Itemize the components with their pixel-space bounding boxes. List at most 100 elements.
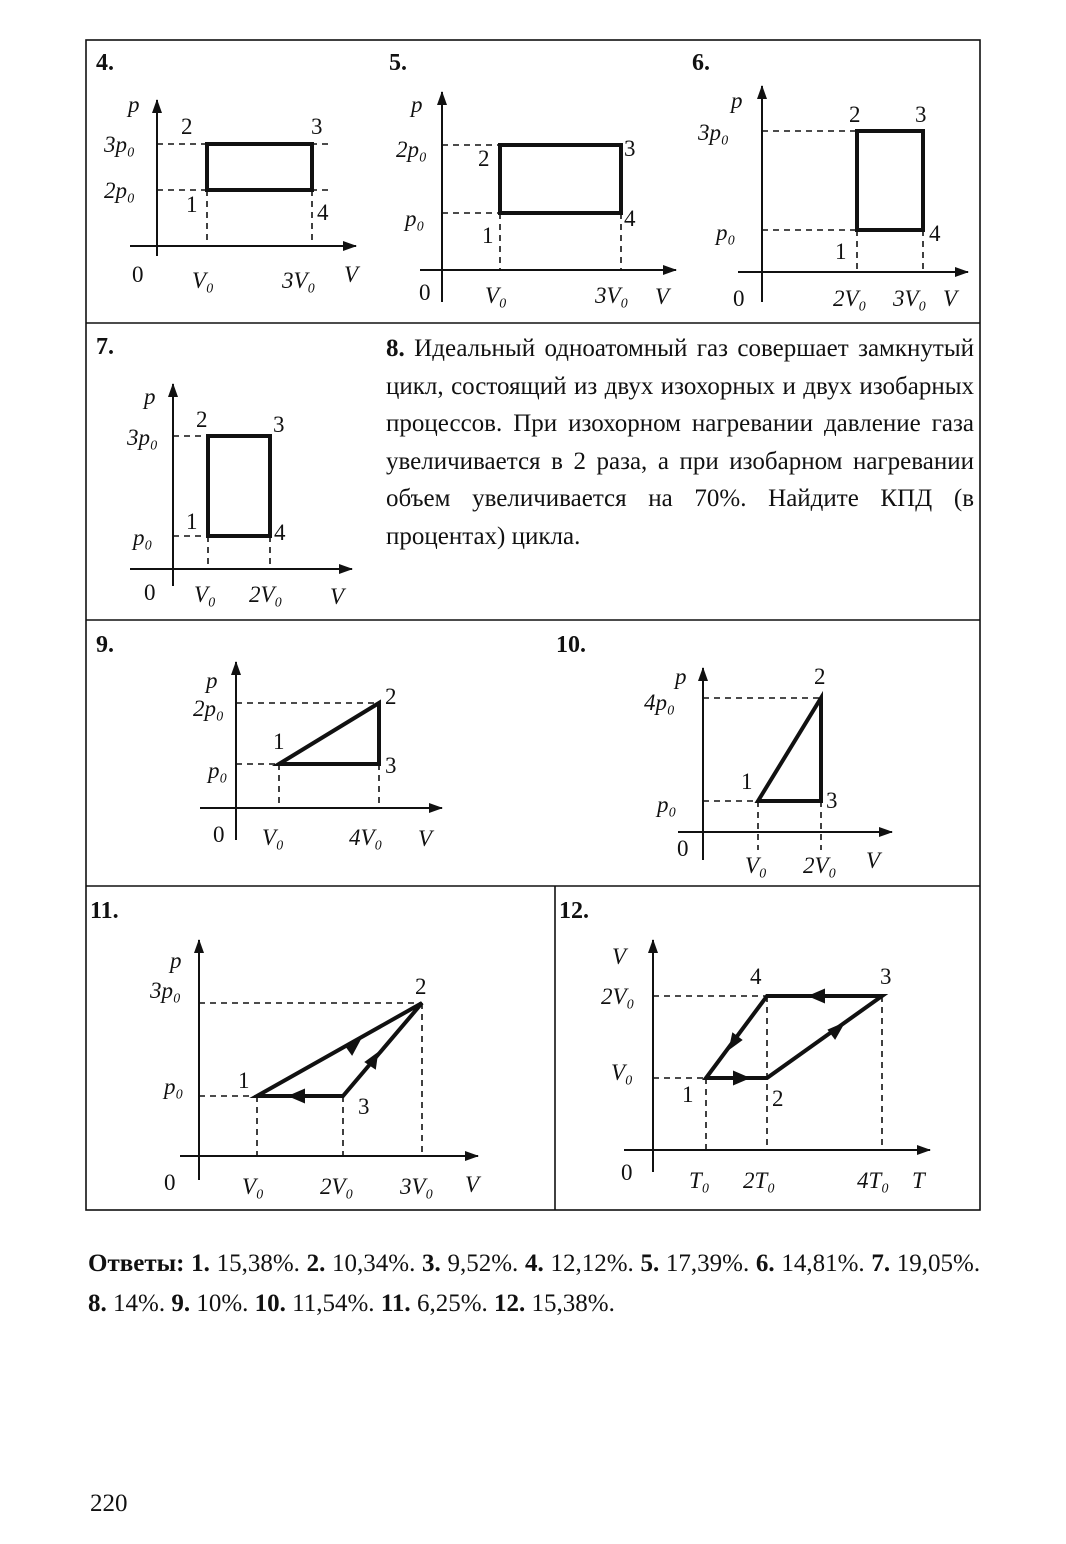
diagram-12: 12. V T 0 2V₀ V₀ T₀ 2T₀ 4T₀ 1 2 3 4 bbox=[559, 898, 931, 1193]
origin-label: 0 bbox=[213, 822, 225, 847]
diagram-sheet: 4. p V 0 3p₀ 2p₀ V₀ 3V₀ 1 2 3 4 5. p V 0… bbox=[85, 39, 981, 1211]
x-tick-label: 3V₀ bbox=[892, 286, 927, 311]
page-number: 220 bbox=[90, 1490, 128, 1517]
diagram-number: 10. bbox=[556, 632, 586, 658]
axis-v-label: V bbox=[330, 584, 347, 609]
point-label: 1 bbox=[482, 223, 494, 248]
x-tick-label: V₀ bbox=[262, 825, 284, 850]
axis-p-label: p bbox=[168, 948, 182, 973]
y-tick-label: p₀ bbox=[655, 792, 677, 817]
point-label: 2 bbox=[385, 684, 397, 709]
answer-value: 14%. bbox=[113, 1290, 166, 1317]
diagram-9: 9. p V 0 2p₀ p₀ V₀ 4V₀ 1 2 3 bbox=[96, 632, 443, 851]
point-label: 1 bbox=[186, 192, 198, 217]
x-tick-label: 2V₀ bbox=[249, 582, 283, 607]
x-tick-label: 2V₀ bbox=[833, 286, 867, 311]
x-tick-label: 2T₀ bbox=[743, 1168, 775, 1193]
point-label: 1 bbox=[741, 769, 753, 794]
point-label: 1 bbox=[238, 1068, 250, 1093]
y-tick-label: 2p₀ bbox=[104, 178, 135, 203]
direction-arrow bbox=[287, 1088, 305, 1104]
diagram-number: 4. bbox=[96, 50, 114, 76]
axis-v-label: V bbox=[465, 1172, 482, 1197]
y-tick-label: 3p₀ bbox=[697, 120, 729, 145]
point-label: 2 bbox=[478, 146, 490, 171]
x-tick-label: V₀ bbox=[745, 853, 767, 878]
axis-p-label: p bbox=[409, 92, 423, 117]
diagram-number: 5. bbox=[389, 50, 407, 76]
answer-value: 9,52%. bbox=[447, 1250, 519, 1277]
point-label: 3 bbox=[880, 964, 892, 989]
y-tick-label: 4p₀ bbox=[644, 690, 675, 715]
y-tick-label: p₀ bbox=[162, 1074, 184, 1099]
origin-label: 0 bbox=[621, 1160, 633, 1185]
y-tick-label: V₀ bbox=[611, 1060, 633, 1085]
answer-number: 1. bbox=[191, 1250, 210, 1277]
axis-v-label: V bbox=[418, 826, 435, 851]
diagram-number: 9. bbox=[96, 632, 114, 658]
cycle-path bbox=[249, 1001, 424, 1098]
direction-arrow bbox=[807, 988, 825, 1004]
y-tick-label: 2V₀ bbox=[601, 984, 635, 1009]
problem-8-text: 8. Идеальный одноатомный газ совершает з… bbox=[386, 330, 974, 555]
answer-number: 6. bbox=[755, 1250, 775, 1277]
point-label: 1 bbox=[682, 1082, 694, 1107]
x-tick-label: 2V₀ bbox=[320, 1174, 354, 1199]
point-label: 4 bbox=[274, 520, 286, 545]
point-label: 3 bbox=[358, 1094, 370, 1119]
x-tick-label: V₀ bbox=[485, 283, 507, 308]
answer-number: 3. bbox=[422, 1250, 441, 1277]
answer-value: 14,81%. bbox=[781, 1250, 865, 1277]
x-tick-label: 3V₀ bbox=[594, 283, 629, 308]
x-tick-label: V₀ bbox=[242, 1174, 264, 1199]
cycle-path bbox=[271, 699, 381, 766]
diagram-number: 7. bbox=[96, 334, 114, 360]
direction-arrow bbox=[733, 1070, 751, 1086]
table-grid bbox=[85, 39, 981, 1211]
axis-p-label: p bbox=[126, 92, 140, 117]
cycle-path bbox=[205, 142, 314, 192]
problem-number: 8. bbox=[386, 335, 405, 362]
axis-v-label: V bbox=[943, 286, 960, 311]
answer-value: 10,34%. bbox=[332, 1250, 416, 1277]
answer-value: 12,12%. bbox=[550, 1250, 634, 1277]
point-label: 1 bbox=[273, 729, 285, 754]
axis-p-label: p bbox=[204, 668, 218, 693]
x-tick-label: 3V₀ bbox=[399, 1174, 434, 1199]
diagram-7: 7. p V 0 3p₀ p₀ V₀ 2V₀ 1 2 3 4 bbox=[96, 334, 353, 609]
answer-value: 15,38%. bbox=[531, 1290, 615, 1317]
answer-number: 9. bbox=[171, 1290, 191, 1317]
y-tick-label: p₀ bbox=[714, 220, 736, 245]
answer-number: 5. bbox=[640, 1250, 660, 1277]
answer-value: 19,05%. bbox=[896, 1250, 981, 1277]
x-tick-label: 2V₀ bbox=[803, 853, 837, 878]
point-label: 2 bbox=[772, 1086, 784, 1111]
point-label: 1 bbox=[835, 239, 847, 264]
answer-number: 7. bbox=[871, 1250, 891, 1277]
point-label: 3 bbox=[624, 136, 636, 161]
origin-label: 0 bbox=[419, 280, 431, 305]
axis-p-label: p bbox=[142, 384, 156, 409]
point-label: 3 bbox=[915, 102, 927, 127]
answer-value: 10%. bbox=[196, 1290, 249, 1317]
direction-arrow bbox=[364, 1051, 379, 1070]
direction-arrow bbox=[345, 1036, 363, 1056]
origin-label: 0 bbox=[677, 836, 689, 861]
x-tick-label: 3V₀ bbox=[281, 268, 316, 293]
answer-value: 15,38%. bbox=[216, 1250, 300, 1277]
point-label: 2 bbox=[849, 102, 861, 127]
diagram-5: 5. p V 0 2p₀ p₀ V₀ 3V₀ 1 2 3 4 bbox=[389, 50, 677, 309]
point-label: 3 bbox=[311, 114, 323, 139]
point-label: 4 bbox=[929, 221, 941, 246]
y-tick-label: 3p₀ bbox=[149, 978, 181, 1003]
axis-p-label: p bbox=[673, 664, 687, 689]
diagram-number: 6. bbox=[692, 50, 710, 76]
origin-label: 0 bbox=[733, 286, 745, 311]
diagram-number: 12. bbox=[559, 898, 589, 924]
diagram-11: 11. p V 0 3p₀ p₀ V₀ 2V₀ 3V₀ 1 2 3 bbox=[90, 898, 482, 1199]
x-tick-label: T₀ bbox=[689, 1168, 710, 1193]
y-tick-label: 3p₀ bbox=[126, 425, 158, 450]
y-tick-label: p₀ bbox=[131, 525, 153, 550]
axis-t-label: T bbox=[912, 1168, 927, 1193]
